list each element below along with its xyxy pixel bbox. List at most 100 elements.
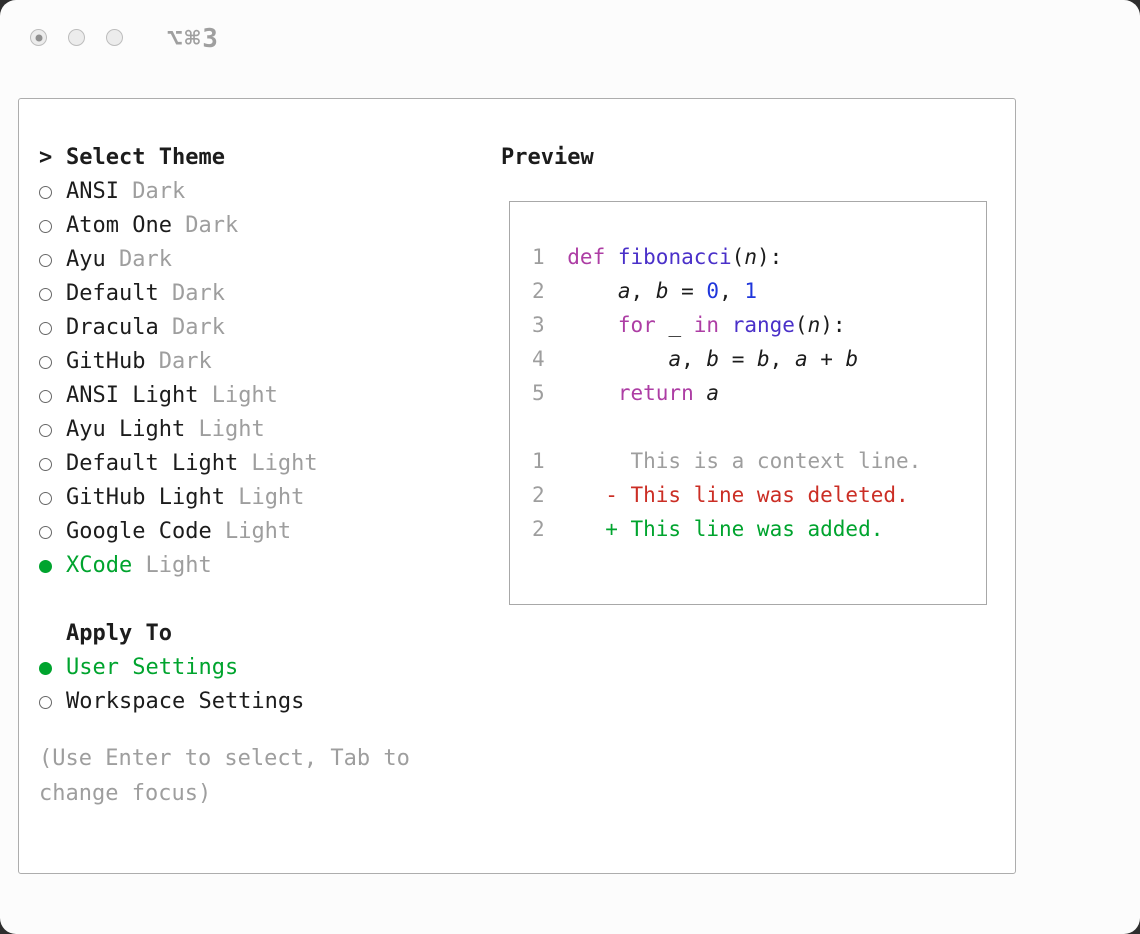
apply-option-label: User Settings <box>66 655 239 680</box>
theme-name: ANSI <box>66 179 119 204</box>
code-token: in <box>693 313 720 337</box>
code-token: a <box>668 347 682 371</box>
code-token: n <box>807 313 821 337</box>
minimize-button[interactable] <box>68 29 85 46</box>
code-token: ( <box>794 313 808 337</box>
radio-slot <box>39 423 66 437</box>
apply-to-title-text: Apply To <box>66 621 172 646</box>
theme-option-google-code[interactable]: Google Code Light <box>39 515 410 549</box>
code-token <box>567 279 618 303</box>
theme-variant: Dark <box>171 213 239 238</box>
line-content: + This line was added. <box>567 517 883 541</box>
code-token: ): <box>756 245 783 269</box>
code-token: def <box>567 245 606 269</box>
code-token <box>567 347 668 371</box>
radio-icon <box>39 185 52 199</box>
theme-option-ayu[interactable]: Ayu Dark <box>39 243 410 277</box>
code-token <box>567 313 618 337</box>
apply-option-user-settings[interactable]: User Settings <box>39 651 410 685</box>
code-token: + <box>807 347 846 371</box>
code-token: 0 <box>706 279 720 303</box>
radio-icon <box>39 321 52 335</box>
theme-name: GitHub <box>66 349 146 374</box>
line-number: 3 <box>532 313 545 337</box>
radio-icon <box>39 355 52 369</box>
code-token <box>719 313 732 337</box>
theme-name: Default <box>66 281 159 306</box>
select-theme-title-text: Select Theme <box>66 145 225 170</box>
code-line: 2 + This line was added. <box>532 512 986 546</box>
radio-slot <box>39 457 66 471</box>
code-token <box>567 381 618 405</box>
radio-slot <box>39 185 66 199</box>
code-token: ( <box>731 245 745 269</box>
theme-option-github[interactable]: GitHub Dark <box>39 345 410 379</box>
line-content: return a <box>567 381 719 405</box>
theme-name: ANSI Light <box>66 383 199 408</box>
theme-variant: Light <box>211 519 292 544</box>
apply-option-workspace-settings[interactable]: Workspace Settings <box>39 685 410 719</box>
radio-slot <box>39 661 66 675</box>
theme-option-dracula[interactable]: Dracula Dark <box>39 311 410 345</box>
radio-icon <box>39 219 52 233</box>
code-line <box>532 410 986 444</box>
theme-variant: Light <box>198 383 278 408</box>
radio-icon <box>39 423 52 437</box>
theme-option-default[interactable]: Default Dark <box>39 277 410 311</box>
radio-slot <box>39 287 66 301</box>
radio-slot <box>39 355 66 369</box>
zoom-button[interactable] <box>106 29 123 46</box>
code-token <box>605 245 618 269</box>
code-token: b <box>706 347 720 371</box>
theme-name: Ayu Light <box>66 417 186 442</box>
theme-option-xcode[interactable]: XCode Light <box>39 549 410 583</box>
code-token: b <box>655 279 669 303</box>
window-controls <box>30 29 123 46</box>
close-button[interactable] <box>30 29 47 46</box>
preview-title: Preview <box>501 145 594 170</box>
line-content: - This line was deleted. <box>567 483 908 507</box>
window-shortcut-label: ⌥⌘3 <box>167 24 220 54</box>
code-line: 1 This is a context line. <box>532 444 986 478</box>
radio-slot <box>39 389 66 403</box>
line-number: 1 <box>532 245 545 269</box>
radio-slot <box>39 525 66 539</box>
radio-icon <box>39 525 52 539</box>
apply-option-label: Workspace Settings <box>66 689 305 714</box>
radio-icon <box>39 287 52 301</box>
theme-option-ansi[interactable]: ANSI Dark <box>39 175 410 209</box>
theme-variant: Light <box>238 451 318 476</box>
radio-icon <box>39 389 52 403</box>
theme-option-atom-one[interactable]: Atom One Dark <box>39 209 410 243</box>
code-token: = <box>668 279 707 303</box>
theme-option-github-light[interactable]: GitHub Light Light <box>39 481 410 515</box>
theme-option-ansi-light[interactable]: ANSI Light Light <box>39 379 410 413</box>
code-token: - This line was deleted. <box>567 483 909 507</box>
line-number: 1 <box>532 449 545 473</box>
code-token: n <box>744 245 757 269</box>
code-token: for <box>617 313 656 337</box>
theme-name: GitHub Light <box>66 485 225 510</box>
theme-variant: Dark <box>158 315 225 340</box>
apply-to-title: Apply To <box>39 617 410 651</box>
radio-selected-icon <box>39 661 52 675</box>
theme-variant: Dark <box>118 179 186 204</box>
select-theme-title: >Select Theme <box>39 141 410 175</box>
theme-variant: Dark <box>105 247 172 272</box>
theme-option-default-light[interactable]: Default Light Light <box>39 447 410 481</box>
code-line: 5 return a <box>532 376 986 410</box>
keyboard-hint: (Use Enter to select, Tab to change focu… <box>39 746 410 806</box>
code-line: 2 - This line was deleted. <box>532 478 986 512</box>
radio-slot <box>39 253 66 267</box>
code-token: range <box>731 313 795 337</box>
code-line: 4 a, b = b, a + b <box>532 342 986 376</box>
theme-variant: Light <box>224 485 305 510</box>
theme-variant: Dark <box>158 281 225 306</box>
theme-option-ayu-light[interactable]: Ayu Light Light <box>39 413 410 447</box>
radio-slot <box>39 321 66 335</box>
